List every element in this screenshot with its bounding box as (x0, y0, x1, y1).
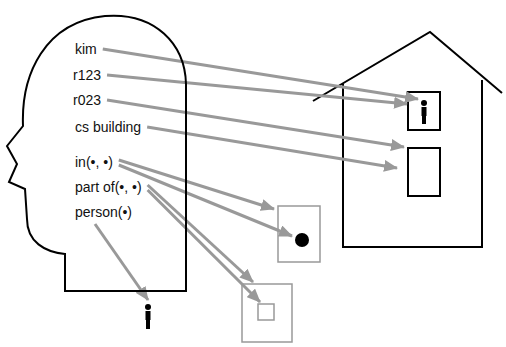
leader-arrow (107, 75, 407, 104)
symbol-label: cs building (75, 119, 141, 135)
symbol-label: r123 (73, 67, 101, 83)
house (313, 32, 502, 247)
symbol-label: part of(•, •) (75, 179, 142, 195)
head-outline: kim r123 r023 cs building in(•, •) part of(•,… (5, 14, 187, 292)
leader-arrow (148, 190, 260, 302)
symbol-label: r023 (73, 92, 101, 108)
leader-arrow (119, 165, 292, 236)
leader-arrow (95, 224, 148, 300)
person-in-window (421, 100, 427, 124)
window-lower (408, 148, 440, 196)
symbol-label: kim (75, 41, 97, 57)
person-icon (145, 304, 151, 329)
symbol-label: person(•) (75, 204, 132, 220)
leader-arrow (119, 160, 274, 209)
roof (313, 32, 502, 101)
symbol-label: in(•, •) (75, 154, 113, 170)
leader-arrow (147, 127, 397, 168)
leader-arrow (107, 100, 404, 147)
leader-arrow (103, 49, 418, 99)
leader-arrow (148, 185, 253, 282)
